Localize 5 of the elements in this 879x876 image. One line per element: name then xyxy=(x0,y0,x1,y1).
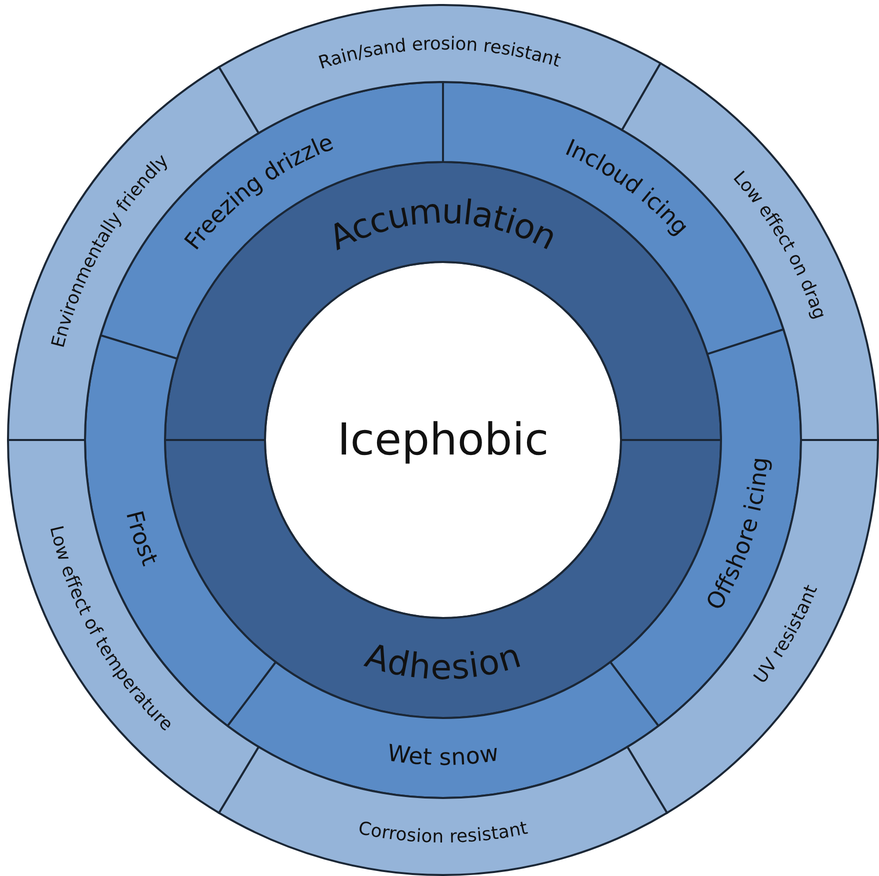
center-label: Icephobic xyxy=(337,414,549,466)
segment-label: Corrosion resistant xyxy=(356,817,530,848)
segment-label: Wet snow xyxy=(386,740,500,772)
segment-label: Adhesion xyxy=(360,636,526,688)
segment-label: Accumulation xyxy=(323,191,563,259)
